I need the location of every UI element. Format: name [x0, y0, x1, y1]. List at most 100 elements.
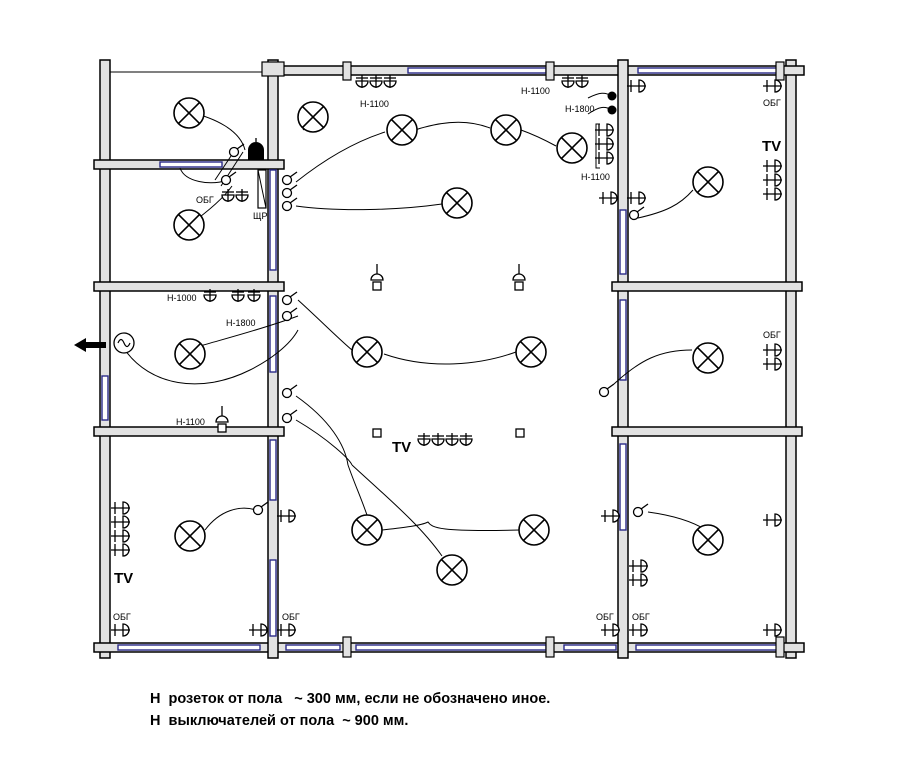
- lamp-icon: [173, 97, 205, 129]
- socket-icon: [762, 357, 783, 371]
- windows: [101, 67, 779, 651]
- switch-icon: [281, 197, 298, 212]
- socket-icon: [626, 191, 647, 205]
- socket-icon: [575, 74, 589, 89]
- lamp-icon: [490, 114, 522, 146]
- switch-icon: [281, 384, 298, 399]
- socket-icon: [594, 137, 615, 151]
- lamp-icon: [436, 554, 468, 586]
- socket-icon: [459, 432, 473, 447]
- lamp-icon: [692, 166, 724, 198]
- height-label: Н-1100: [360, 99, 389, 109]
- lamp-icon: [692, 524, 724, 556]
- socket-icon: [628, 559, 649, 573]
- height-label: Н-1800: [226, 318, 256, 328]
- entrance-arrow-icon: [74, 332, 135, 354]
- obg-label: ОБГ: [763, 98, 781, 108]
- socket-icon: [762, 623, 783, 637]
- lamp-icon: [441, 187, 473, 219]
- pendant-fixtures: [370, 263, 526, 438]
- plan-notes: Н розеток от пола ~ 300 мм, если не обоз…: [150, 688, 550, 732]
- socket-icon: [445, 432, 459, 447]
- tv-label: TV: [114, 570, 133, 587]
- socket-icon: [235, 188, 249, 203]
- lamp-icon: [297, 101, 329, 133]
- socket-icon: [276, 509, 297, 523]
- socket-icon: [110, 529, 131, 543]
- bell-icon: [248, 142, 264, 160]
- socket-icon: [628, 573, 649, 587]
- socket-icon: [355, 74, 369, 89]
- socket-icon: [600, 623, 621, 637]
- socket-icon: [248, 623, 269, 637]
- sockets: [110, 74, 783, 637]
- note-switch-height: Н выключателей от пола ~ 900 мм.: [150, 713, 409, 729]
- switch-icon: [281, 291, 298, 306]
- socket-icon: [110, 515, 131, 529]
- socket-icon: [594, 123, 615, 137]
- socket-icon: [276, 623, 297, 637]
- switch-icon: [281, 307, 298, 322]
- socket-icon: [762, 187, 783, 201]
- socket-icon: [628, 623, 649, 637]
- obg-label: ОБГ: [113, 612, 131, 622]
- panel-label: ЩР: [253, 211, 267, 221]
- lamp-icon: [518, 514, 550, 546]
- lamp-icon: [386, 114, 418, 146]
- pendant-icon: [512, 263, 526, 291]
- pendant-icon: [370, 263, 384, 291]
- socket-icon: [626, 79, 647, 93]
- lamp-icon: [351, 336, 383, 368]
- socket-icon: [383, 74, 397, 89]
- socket-icon: [594, 151, 615, 165]
- socket-icon: [417, 432, 431, 447]
- socket-icon: [431, 432, 445, 447]
- lamp-icon: [173, 209, 205, 241]
- switch-icon: [281, 409, 298, 424]
- special-switches: [248, 91, 617, 209]
- socket-icon: [762, 79, 783, 93]
- lamp-icon: [351, 514, 383, 546]
- switch-icon: [281, 184, 298, 199]
- obg-label: ОБГ: [632, 612, 650, 622]
- socket-icon: [600, 509, 621, 523]
- lamp-icon: [515, 336, 547, 368]
- switch-icon: [281, 171, 298, 186]
- socket-icon: [598, 191, 619, 205]
- obg-label: ОБГ: [596, 612, 614, 622]
- socket-icon: [110, 623, 131, 637]
- socket-icon: [762, 173, 783, 187]
- junction-box-icon: [515, 428, 525, 438]
- wall-posts: [261, 61, 785, 658]
- tv-label: TV: [762, 138, 781, 155]
- plan-labels: Н-1100 Н-1100 Н-1800 Н-1100 Н-1000 Н-180…: [113, 86, 781, 622]
- switch-icon: [632, 503, 649, 518]
- switches: [220, 143, 649, 518]
- lamp-icon: [174, 338, 206, 370]
- height-label: Н-1100: [521, 86, 550, 96]
- lamp-icon: [174, 520, 206, 552]
- height-label: Н-1800: [565, 104, 595, 114]
- obg-label: ОБГ: [282, 612, 300, 622]
- height-label: Н-1100: [176, 417, 205, 427]
- socket-icon: [762, 343, 783, 357]
- height-label: Н-1100: [581, 172, 610, 182]
- switch-icon: [252, 501, 269, 516]
- height-label: Н-1000: [167, 293, 197, 303]
- socket-icon: [215, 405, 229, 433]
- lamp-icon: [692, 342, 724, 374]
- socket-icon: [762, 513, 783, 527]
- socket-icon: [369, 74, 383, 89]
- socket-icon: [762, 159, 783, 173]
- obg-label: ОБГ: [196, 195, 214, 205]
- socket-icon: [221, 188, 235, 203]
- junction-box-icon: [372, 428, 382, 438]
- tv-label: TV: [392, 439, 411, 456]
- obg-label: ОБГ: [763, 330, 781, 340]
- note-socket-height: Н розеток от пола ~ 300 мм, если не обоз…: [150, 691, 551, 707]
- socket-icon: [110, 543, 131, 557]
- lamp-icon: [556, 132, 588, 164]
- socket-icon: [110, 501, 131, 515]
- socket-icon: [561, 74, 575, 89]
